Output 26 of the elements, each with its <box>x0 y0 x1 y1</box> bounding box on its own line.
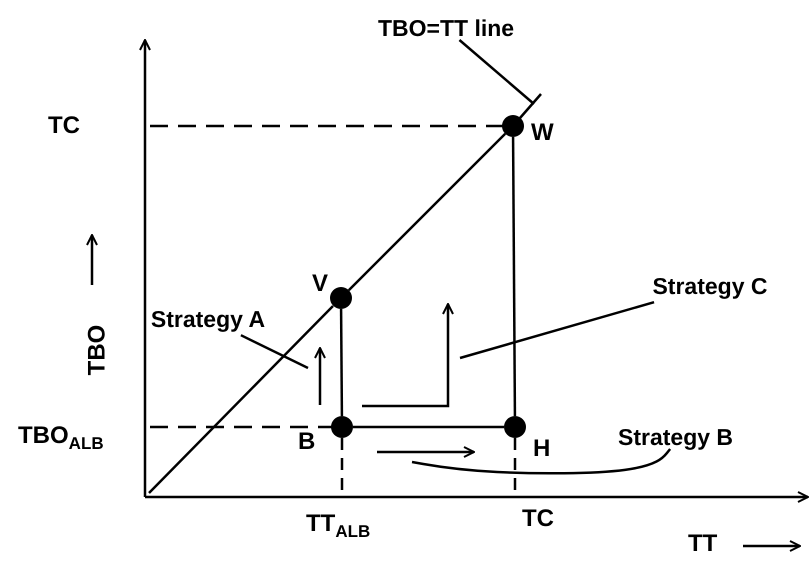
callout-text: Strategy A <box>148 303 268 336</box>
point-marker <box>330 287 352 309</box>
point-label: V <box>312 272 328 296</box>
axis-title: TT <box>688 532 718 556</box>
connector-line <box>340 309 344 416</box>
axis-tick-label: TC <box>48 114 80 138</box>
axis-tick-label: TT$_{ALB}$ <box>306 512 370 540</box>
leader-line <box>412 448 672 475</box>
point-marker <box>331 416 353 438</box>
point-marker <box>504 416 526 438</box>
axis-tick-label: TBO$_{ALB}$ <box>18 424 104 452</box>
leader-line <box>240 334 309 370</box>
callout-text: Strategy C <box>645 270 775 302</box>
connector-line <box>348 132 506 292</box>
point-label: W <box>531 121 554 145</box>
leader-line <box>458 39 535 105</box>
point-marker <box>502 115 524 137</box>
point-label: B <box>298 430 316 454</box>
connector-line <box>353 426 504 428</box>
axis-tick-label: TC <box>522 507 554 531</box>
callout-text: TBO=TT line <box>378 17 514 40</box>
callout-text: Strategy B <box>618 426 734 449</box>
axis-title: TBO <box>85 324 110 376</box>
point-label: H <box>533 437 550 461</box>
leader-line <box>460 300 654 360</box>
connector-line <box>512 137 516 416</box>
